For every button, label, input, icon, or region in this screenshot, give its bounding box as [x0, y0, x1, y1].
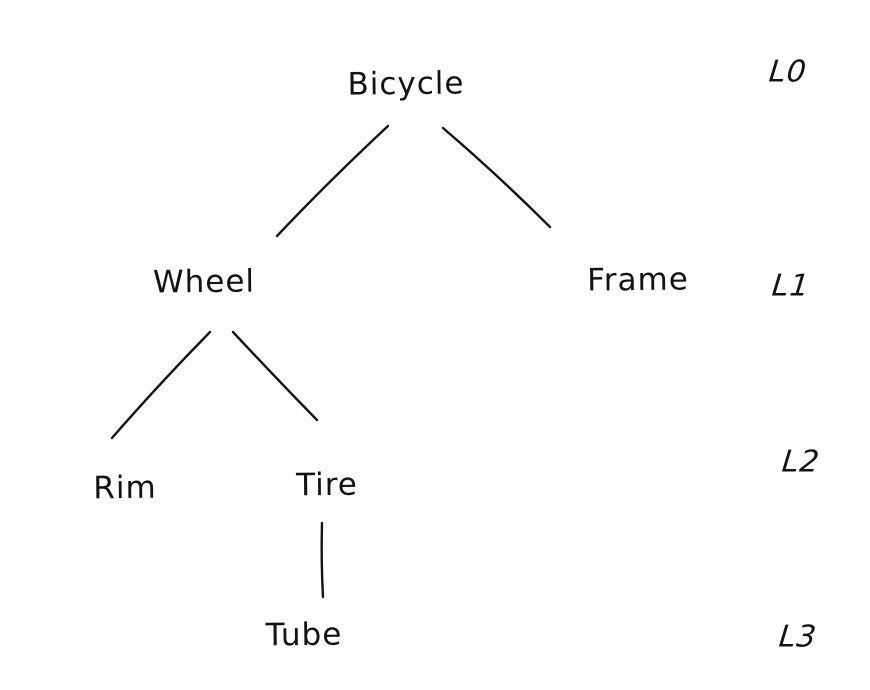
- edge-bicycle-frame: [441, 126, 552, 229]
- node-frame: Frame: [587, 261, 689, 299]
- edge-wheel-tire: [231, 330, 319, 422]
- edge-bicycle-wheel: [275, 124, 390, 238]
- node-wheel: Wheel: [152, 263, 256, 301]
- level-label-l3: L3: [777, 619, 819, 655]
- edge-wheel-rim: [110, 330, 212, 440]
- node-bicycle: Bicycle: [347, 65, 465, 103]
- level-label-l2: L2: [780, 444, 822, 480]
- node-rim: Rim: [93, 469, 157, 507]
- level-label-l0: L0: [767, 54, 809, 90]
- level-label-l1: L1: [770, 268, 812, 304]
- node-tire: Tire: [295, 466, 359, 504]
- edge-tire-tube: [320, 521, 325, 599]
- node-tube: Tube: [265, 616, 343, 654]
